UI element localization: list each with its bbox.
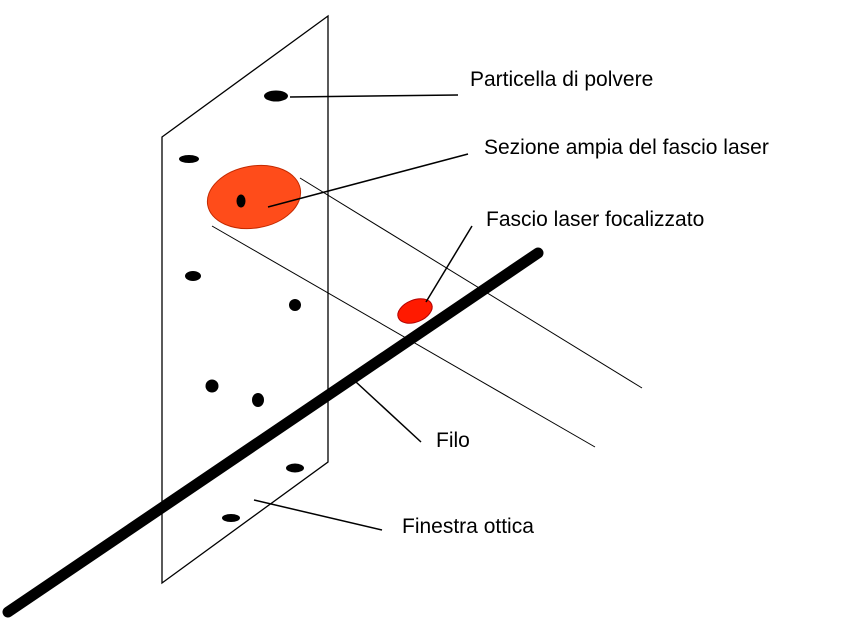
label-focused-beam: Fascio laser focalizzato <box>486 208 704 231</box>
dust-particle <box>286 463 304 473</box>
leader-optical-window <box>253 499 383 531</box>
dust-particle <box>264 90 288 102</box>
wire <box>2 247 544 618</box>
dust-particle <box>236 194 246 208</box>
leader-dust-particle <box>289 94 459 98</box>
focused-beam-spot <box>397 298 433 324</box>
optical-window-pane <box>161 14 329 585</box>
label-optical-window: Finestra ottica <box>402 515 534 538</box>
beam-ray-top <box>299 177 643 389</box>
leader-focused-beam <box>425 225 473 303</box>
dust-particle <box>205 379 219 393</box>
wide-beam-section <box>206 164 302 230</box>
dust-particle <box>185 271 201 281</box>
beam-ray-bottom <box>211 225 596 448</box>
dust-particle <box>179 155 199 163</box>
dust-particle <box>289 299 301 311</box>
dust-particle <box>222 514 240 522</box>
label-wide-beam-section: Sezione ampia del fascio laser <box>484 136 769 159</box>
leader-wire <box>355 381 422 443</box>
dust-particle <box>252 393 264 407</box>
label-dust-particle: Particella di polvere <box>470 68 653 91</box>
leader-wide-beam <box>267 153 469 208</box>
label-wire: Filo <box>436 429 470 452</box>
